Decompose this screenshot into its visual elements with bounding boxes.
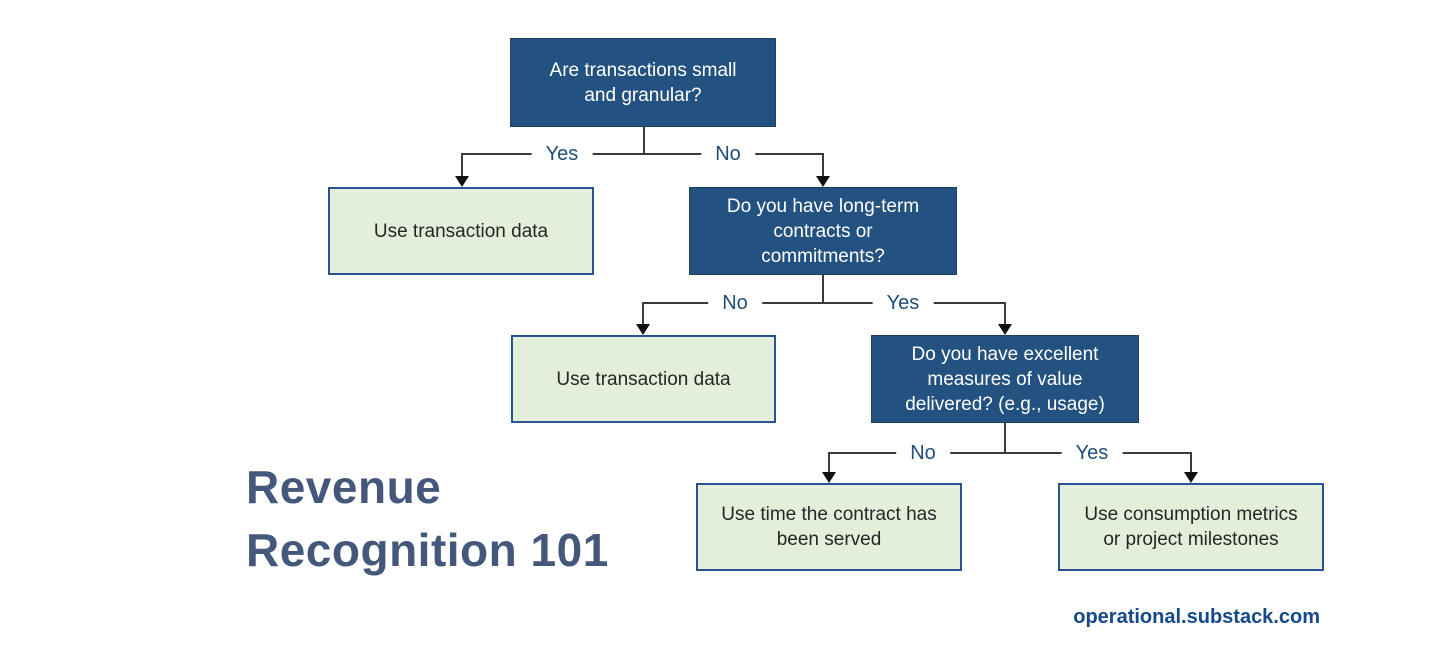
connector-line <box>1190 452 1192 473</box>
arrowhead-down-icon <box>998 324 1012 335</box>
connector-line <box>461 153 463 177</box>
arrowhead-down-icon <box>1184 472 1198 483</box>
connector-line <box>828 452 830 473</box>
outcome-node-use-transaction-data-2: Use transaction data <box>511 335 776 423</box>
arrowhead-down-icon <box>822 472 836 483</box>
edge-label-q2-no: No <box>708 291 762 315</box>
decision-node-transactions-small: Are transactions small and granular? <box>510 38 776 127</box>
edge-label-q1-no: No <box>701 142 755 166</box>
diagram-title: Revenue Recognition 101 <box>246 461 609 576</box>
outcome-node-time-contract-served: Use time the contract has been served <box>696 483 962 571</box>
arrowhead-down-icon <box>636 324 650 335</box>
connector-line <box>643 127 645 154</box>
connector-line <box>822 153 824 177</box>
decision-node-long-term-contracts: Do you have long-term contracts or commi… <box>689 187 957 275</box>
connector-line <box>461 153 824 155</box>
connector-line <box>828 452 1192 454</box>
arrowhead-down-icon <box>455 176 469 187</box>
connector-line <box>822 275 824 304</box>
arrowhead-down-icon <box>816 176 830 187</box>
edge-label-q1-yes: Yes <box>531 142 593 166</box>
connector-line <box>642 302 644 325</box>
outcome-node-consumption-metrics: Use consumption metrics or project miles… <box>1058 483 1324 571</box>
watermark-url: operational.substack.com <box>1073 606 1320 628</box>
edge-label-q3-no: No <box>896 441 950 465</box>
decision-node-measures-of-value: Do you have excellent measures of value … <box>871 335 1139 423</box>
connector-line <box>1004 423 1006 454</box>
outcome-node-use-transaction-data-1: Use transaction data <box>328 187 594 275</box>
connector-line <box>1004 302 1006 325</box>
edge-label-q2-yes: Yes <box>872 291 934 315</box>
connector-line <box>642 302 1006 304</box>
edge-label-q3-yes: Yes <box>1061 441 1123 465</box>
